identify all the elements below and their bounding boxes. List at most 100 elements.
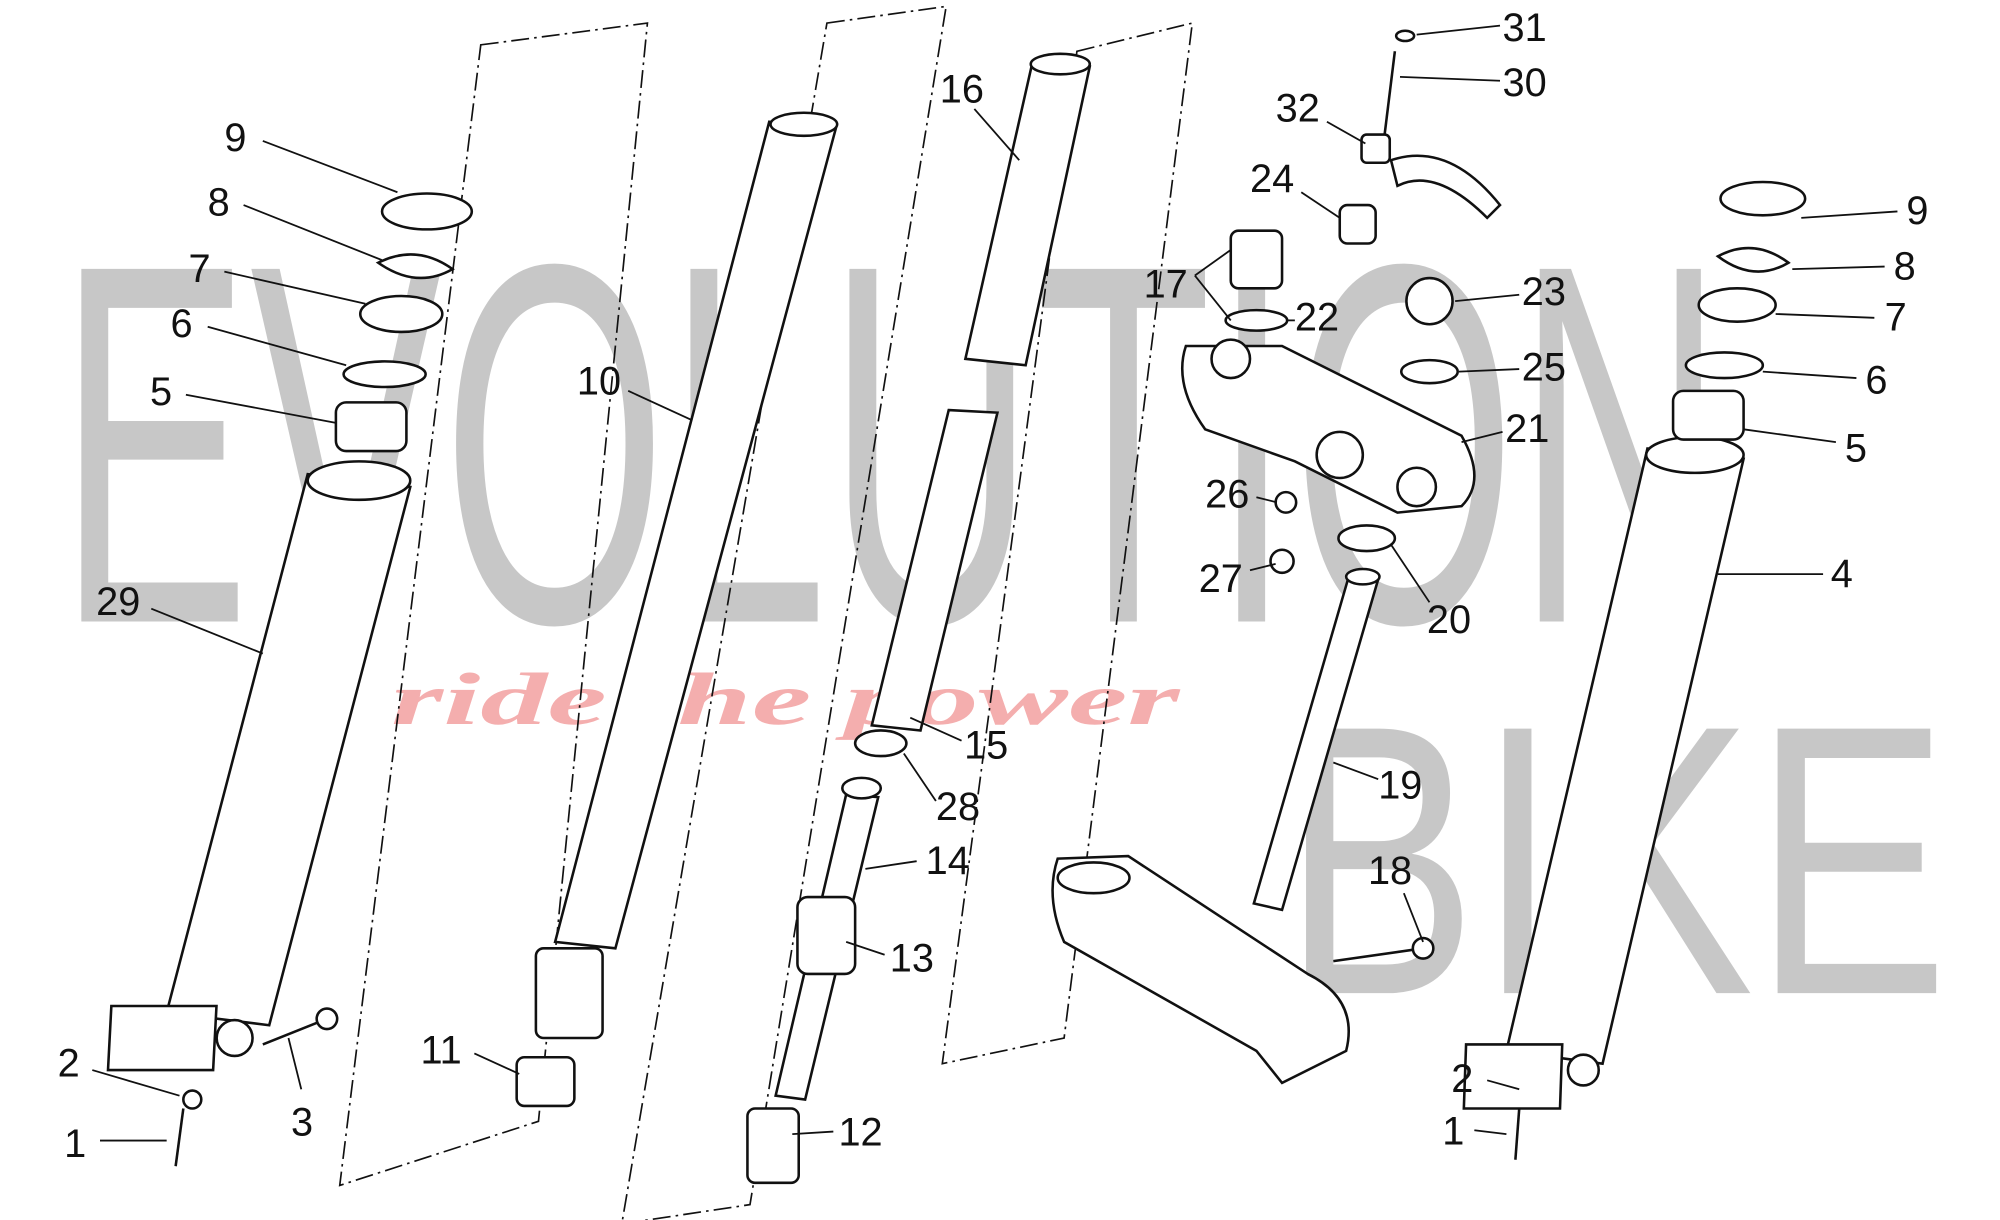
callout-label: 31: [1503, 6, 1547, 50]
group-outline-spring: [941, 21, 1194, 1065]
callout: 7: [188, 247, 366, 305]
callout: 6: [171, 302, 347, 367]
left-fork-slider: [106, 460, 412, 1072]
callout: 2: [1451, 1057, 1520, 1101]
top-parts: [1224, 29, 1502, 963]
group-outline-center: [621, 5, 948, 1220]
part-callouts: 9 8 7 6 5 29 2 1 3 10 11 16 15 28 14 13 …: [58, 6, 1929, 1166]
callout: 9: [224, 116, 398, 194]
callout-label: 2: [58, 1041, 80, 1085]
callout-label: 12: [838, 1111, 882, 1155]
callout-label: 21: [1505, 407, 1549, 451]
callout: 1: [1442, 1109, 1507, 1153]
callout: 11: [421, 1029, 520, 1075]
callout-label: 7: [1885, 296, 1907, 340]
callout: 7: [1775, 296, 1907, 340]
bushing-11: [515, 1055, 576, 1108]
callout-label: 16: [940, 68, 984, 112]
callout-label: 11: [421, 1029, 462, 1073]
callout: 13: [845, 936, 934, 980]
callout-label: 6: [1865, 358, 1887, 402]
callout-label: 9: [1906, 189, 1928, 233]
callout: 20: [1390, 544, 1471, 642]
callout: 8: [208, 180, 383, 261]
callout: 19: [1333, 761, 1422, 807]
callout: 2: [58, 1041, 180, 1097]
callout: 30: [1399, 61, 1547, 105]
callout: 29: [96, 580, 264, 655]
callout-label: 4: [1831, 552, 1853, 596]
callout: 23: [1455, 270, 1566, 314]
right-fork-slider: [1462, 435, 1746, 1160]
callout: 5: [1743, 426, 1867, 470]
callout: 27: [1199, 557, 1276, 601]
left-seal-stack: [334, 192, 474, 453]
callout: 8: [1792, 244, 1916, 288]
callout: 9: [1801, 189, 1929, 233]
callout: 16: [940, 68, 1020, 161]
callout: 18: [1368, 849, 1424, 943]
callout: 1: [64, 1122, 167, 1166]
callout-label: 6: [171, 302, 193, 346]
callout: 17: [1144, 249, 1232, 321]
callout-label: 22: [1295, 296, 1339, 340]
callout-label: 20: [1427, 598, 1471, 642]
upper-triple-clamp: [1180, 338, 1476, 514]
callout: 28: [903, 753, 980, 829]
callout: 5: [150, 370, 337, 424]
callout: 22: [1285, 296, 1339, 340]
callout-label: 2: [1451, 1057, 1473, 1101]
callout-label: 8: [208, 180, 230, 224]
callout-label: 32: [1276, 87, 1320, 131]
callout: 12: [792, 1111, 883, 1155]
callout-label: 19: [1378, 763, 1422, 807]
watermark-slogan: ride the power: [391, 659, 1181, 741]
callout: 4: [1717, 552, 1853, 596]
fork-inner-tube: [534, 111, 839, 1040]
callout: 6: [1762, 358, 1887, 402]
callout: 21: [1461, 407, 1549, 451]
callout-label: 15: [964, 724, 1008, 768]
fork-spring: [870, 408, 1000, 732]
spring-seat-28: [853, 729, 908, 758]
callout-label: 1: [64, 1122, 86, 1166]
callout-label: 27: [1199, 557, 1243, 601]
callout-label: 10: [577, 360, 621, 404]
callout-label: 7: [188, 247, 210, 291]
callout-label: 5: [150, 370, 172, 414]
callout-label: 24: [1250, 157, 1294, 201]
callout-label: 9: [224, 116, 246, 160]
callout-label: 28: [936, 785, 980, 829]
callout-label: 26: [1205, 472, 1249, 516]
callout: 32: [1276, 87, 1366, 145]
lower-triple-clamp: [1051, 854, 1350, 1085]
callout-label: 8: [1894, 244, 1916, 288]
callout: 31: [1416, 6, 1547, 50]
callout: 14: [865, 839, 970, 883]
group-outline-left: [338, 22, 649, 1187]
callout-label: 3: [291, 1100, 313, 1144]
callout-label: 5: [1845, 426, 1867, 470]
callout: 25: [1458, 346, 1566, 390]
callout-label: 1: [1442, 1109, 1464, 1153]
callout-label: 29: [96, 580, 140, 624]
callout-label: 23: [1522, 270, 1566, 314]
steering-stem: [1252, 567, 1381, 912]
spring-spacer-tube: [963, 52, 1092, 367]
callout: 10: [577, 360, 693, 422]
callout-label: 30: [1503, 61, 1547, 105]
callout-label: 17: [1144, 262, 1188, 306]
callout: 26: [1205, 472, 1278, 516]
left-bolt-1: [174, 1089, 203, 1167]
left-bolt-3: [262, 1007, 339, 1046]
callout: 24: [1250, 157, 1341, 219]
damper-rod-14: [774, 776, 883, 1101]
callout-label: 13: [890, 936, 934, 980]
callout: 3: [287, 1037, 313, 1144]
bushing-12: [746, 1107, 800, 1185]
callout-label: 18: [1368, 849, 1412, 893]
callout-label: 14: [926, 839, 970, 883]
callout-label: 25: [1522, 346, 1566, 390]
callout: 15: [909, 716, 1008, 768]
